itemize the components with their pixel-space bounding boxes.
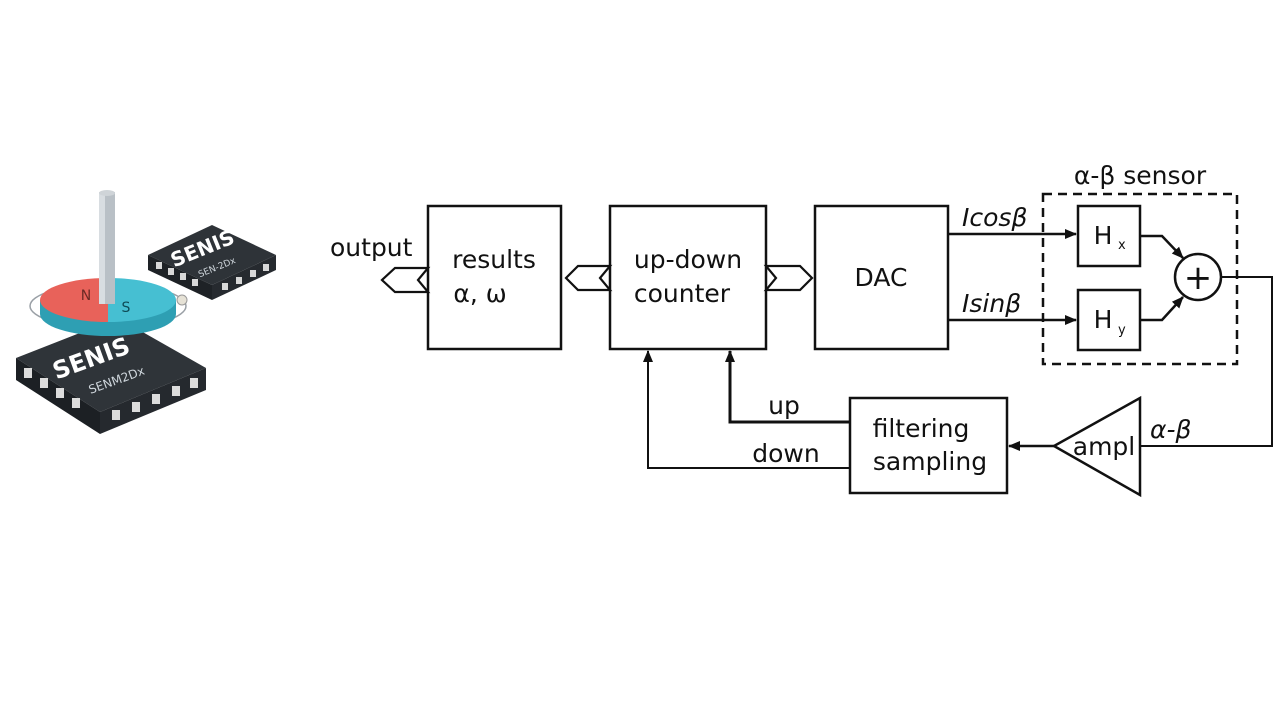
filter-label-2: sampling [873,447,987,476]
magnet: N S [29,190,188,336]
small-chip: SENIS SEN-2Dx [148,225,276,300]
hy-subscript: y [1118,323,1126,338]
results-label: results [452,245,536,274]
icos-label: Icosβ [962,203,1027,232]
sensor-illustration: SENIS SEN-2Dx SENIS SENM2Dx N [16,190,276,434]
results-symbols: α, ω [453,279,506,308]
hy-label: H [1094,305,1113,334]
magnet-south-label: S [122,300,131,316]
output-bus-arrow [380,266,431,294]
isin-label: Isinβ [962,289,1021,318]
sensor-group-box [1041,192,1239,366]
hy-block [1076,288,1142,352]
counter-to-dac-bus [763,264,814,292]
down-signal-line [643,350,850,469]
magnet-north-label: N [81,288,91,304]
filter-label-1: filtering [873,414,970,443]
up-label: up [768,391,800,420]
hx-block [1076,204,1142,268]
filter-block [848,396,1009,495]
dac-block [813,204,950,351]
up-signal-line [725,350,850,424]
output-label: output [330,233,413,262]
hy-to-sum-line [1140,296,1184,322]
counter-label-2: counter [634,279,731,308]
counter-to-results-bus [564,264,613,292]
down-label: down [752,439,819,468]
alpha-beta-label: α-β [1150,415,1192,444]
counter-block [608,204,768,351]
results-block [426,204,563,351]
hx-label: H [1094,221,1113,250]
dac-label: DAC [855,263,908,292]
sum-to-amplifier-line [1140,276,1273,447]
large-chip: SENIS SENM2Dx [16,318,206,434]
summing-plus: + [1184,258,1213,298]
sensor-group-label: α-β sensor [1074,161,1207,190]
counter-label-1: up-down [634,245,742,274]
hx-subscript: x [1118,238,1126,253]
hx-to-sum-line [1140,234,1184,259]
amplifier-label: ampl [1073,432,1136,461]
